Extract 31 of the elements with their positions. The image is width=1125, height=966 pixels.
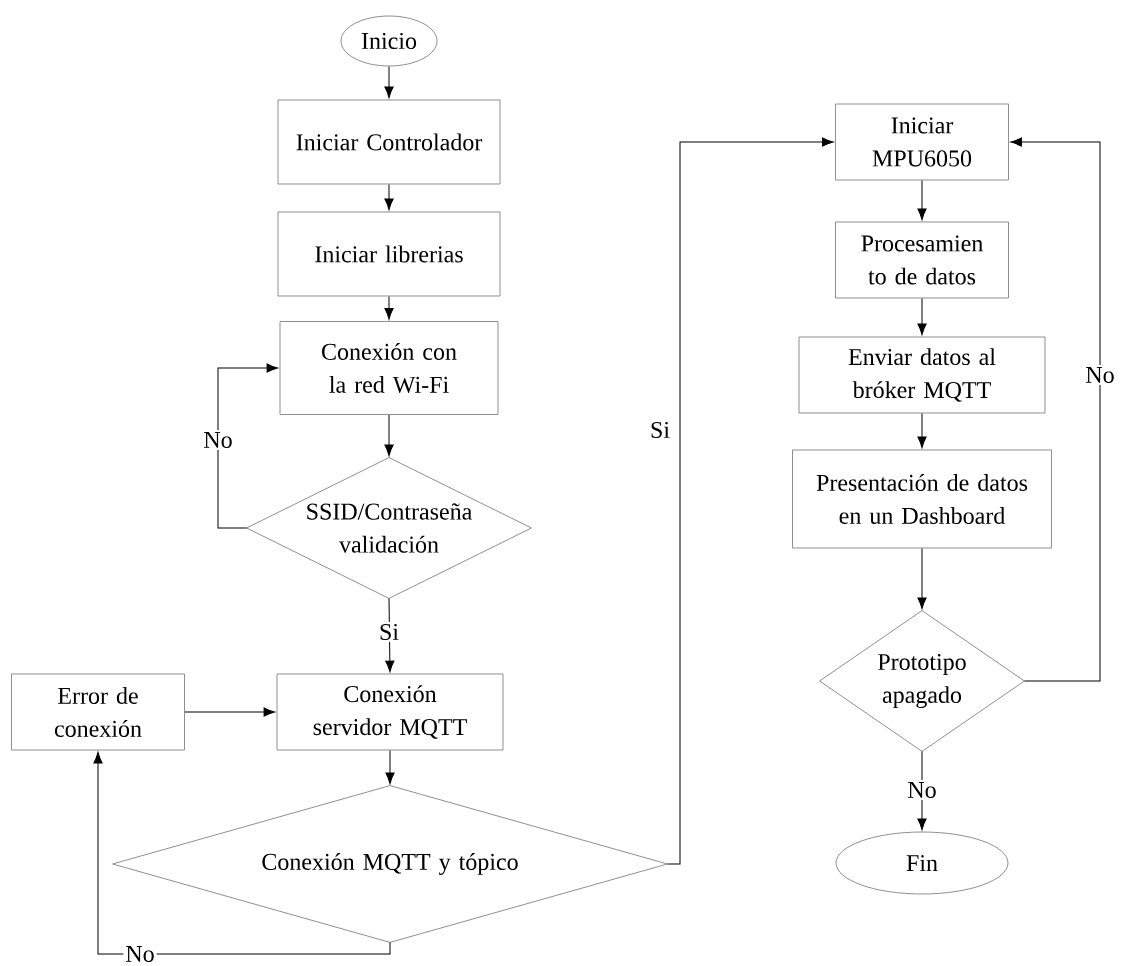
- arrow: [384, 295, 394, 320]
- arrow: [1010, 137, 1101, 682]
- process-box: Iniciar librerias: [277, 211, 501, 297]
- process-box: Iniciar MPU6050: [835, 103, 1009, 181]
- arrow: [917, 412, 927, 449]
- edge-label: No: [201, 430, 235, 450]
- arrow: [917, 179, 927, 221]
- arrow: [385, 749, 395, 785]
- process-box: Iniciar Controlador: [277, 99, 501, 185]
- process-box: Conexión servidor MQTT: [276, 673, 504, 751]
- process-box: Presentación de datos en un Dashboard: [792, 449, 1052, 549]
- arrow: [384, 183, 394, 211]
- edge-label: Si: [377, 621, 401, 643]
- process-box: Error de conexión: [11, 673, 185, 751]
- arrow: [93, 751, 391, 955]
- process-box: Procesamien to de datos: [835, 221, 1009, 299]
- process-box: Enviar datos al bróker MQTT: [798, 336, 1046, 414]
- arrow: [666, 137, 834, 865]
- arrow: [917, 750, 927, 831]
- process-box: Conexión con la red Wi-Fi: [279, 321, 499, 415]
- arrow: [217, 363, 279, 529]
- edge-label: Si: [648, 419, 672, 441]
- edge-label: No: [123, 944, 157, 964]
- arrow: [384, 414, 394, 457]
- edge-label: No: [1083, 365, 1117, 385]
- arrow: [917, 547, 927, 610]
- arrow: [384, 65, 394, 99]
- edge-label: No: [905, 780, 939, 800]
- arrow: [385, 597, 395, 673]
- arrow: [917, 297, 927, 336]
- arrow: [184, 707, 276, 717]
